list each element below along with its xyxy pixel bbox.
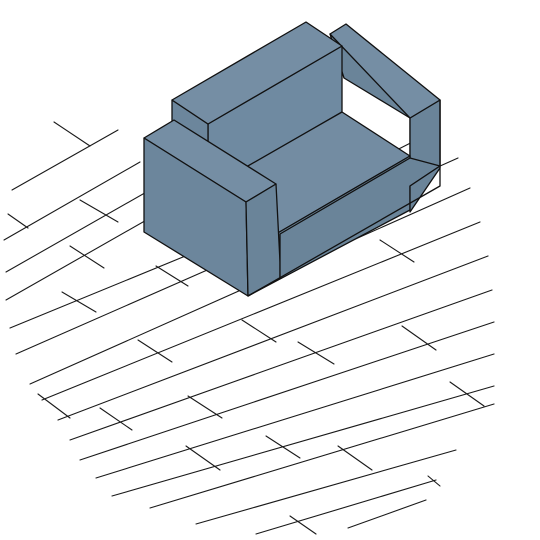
armchair	[143, 21, 441, 297]
plank-seam	[155, 265, 189, 287]
plank-line	[149, 403, 495, 509]
plank-line	[255, 479, 437, 535]
plank-line	[41, 221, 481, 401]
plank-seam	[137, 339, 173, 363]
plank-seam	[53, 121, 91, 147]
plank-seam	[401, 325, 437, 351]
plank-seam	[99, 407, 133, 431]
plank-seam	[79, 199, 119, 223]
plank-seam	[337, 445, 373, 471]
plank-line	[69, 289, 493, 441]
plank-seam	[449, 381, 485, 407]
plank-seam	[379, 239, 415, 263]
plank-seam	[297, 341, 335, 365]
plank-line	[195, 449, 457, 525]
chair-base-edge	[247, 100, 441, 297]
plank-line	[347, 499, 427, 529]
left-armrest-front	[245, 183, 281, 297]
plank-line	[5, 189, 151, 273]
plank-seam	[7, 213, 29, 229]
plank-seam	[241, 319, 277, 343]
plank-seam	[185, 445, 221, 471]
plank-line	[11, 129, 119, 191]
plank-seam	[61, 291, 97, 313]
plank-line	[5, 217, 151, 301]
backrest-top	[171, 21, 343, 125]
plank-seam	[37, 393, 71, 419]
plank-line	[111, 385, 495, 497]
plank-seam	[187, 395, 223, 419]
plank-seam	[265, 435, 301, 459]
plank-seam	[69, 245, 105, 269]
plank-line	[3, 161, 141, 241]
plank-seam	[289, 515, 317, 535]
plank-line	[95, 353, 495, 479]
plank-seam	[427, 475, 441, 487]
plank-line	[57, 255, 489, 421]
plank-line	[79, 321, 495, 461]
floor-plank-seams	[7, 121, 485, 535]
